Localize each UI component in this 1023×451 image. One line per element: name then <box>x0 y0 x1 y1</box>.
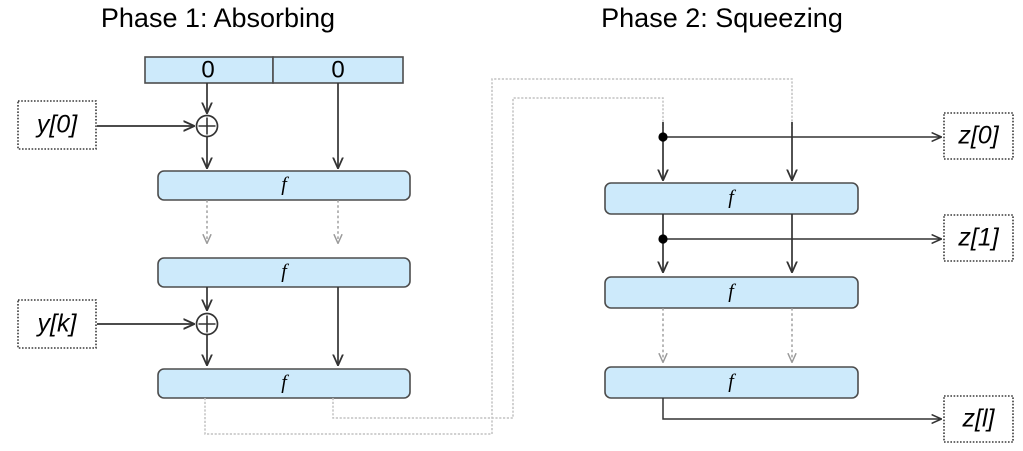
xor-gate-1 <box>195 114 219 138</box>
output-box-z0[interactable]: z[0] <box>943 112 1014 160</box>
p2-f-box-1 <box>604 182 859 215</box>
phase1-permutation-2: f <box>157 257 411 288</box>
state-rate-value: 0 <box>201 56 214 83</box>
phase2-title: Phase 2: Squeezing <box>601 3 843 33</box>
wire-f3-to-zl <box>662 398 941 419</box>
input-box-yk-frame <box>17 299 97 349</box>
input-box-yk[interactable]: y[k] <box>17 299 97 349</box>
f-box-1-label: f <box>281 174 289 196</box>
f-box-2 <box>157 257 411 288</box>
f-box-3 <box>157 368 411 399</box>
phase2-permutation-3: f <box>604 366 859 399</box>
output-box-z1-frame <box>943 214 1014 262</box>
output-box-zl-label: z[l] <box>962 405 996 433</box>
output-box-z0-label: z[0] <box>957 122 999 150</box>
p2-f-box-1-label: f <box>728 187 736 209</box>
output-box-zl[interactable]: z[l] <box>943 395 1014 443</box>
feedback-route-outer <box>204 78 793 435</box>
output-box-zl-frame <box>943 395 1014 443</box>
input-box-yk-label: y[k] <box>36 310 78 338</box>
input-box-y0-frame <box>17 100 97 150</box>
phase1-permutation-1: f <box>157 170 411 201</box>
xor-gate-2 <box>195 312 219 336</box>
junction-dot-z1 <box>658 234 668 244</box>
p2-f-box-3-label: f <box>728 371 736 393</box>
input-box-y0[interactable]: y[0] <box>17 100 97 150</box>
phase1-title: Phase 1: Absorbing <box>101 3 335 33</box>
p2-f-box-2 <box>604 276 859 309</box>
f-box-1 <box>157 170 411 201</box>
output-box-z1-label: z[1] <box>957 224 999 252</box>
phase2-permutation-2: f <box>604 276 859 309</box>
phase1-initial-state: 0 0 <box>144 56 404 84</box>
phase1-permutation-3: f <box>157 368 411 399</box>
output-box-z1[interactable]: z[1] <box>943 214 1014 262</box>
output-box-z0-frame <box>943 112 1014 160</box>
f-box-3-label: f <box>281 372 289 394</box>
input-box-y0-label: y[0] <box>35 111 78 139</box>
feedback-route-inner <box>332 97 664 419</box>
p2-f-box-3 <box>604 366 859 399</box>
state-capacity-value: 0 <box>331 56 344 83</box>
state-rate-cell <box>144 56 274 84</box>
f-box-2-label: f <box>281 261 289 283</box>
p2-f-box-2-label: f <box>728 281 736 303</box>
phase2-permutation-1: f <box>604 182 859 215</box>
junction-dot-z0 <box>658 132 668 142</box>
